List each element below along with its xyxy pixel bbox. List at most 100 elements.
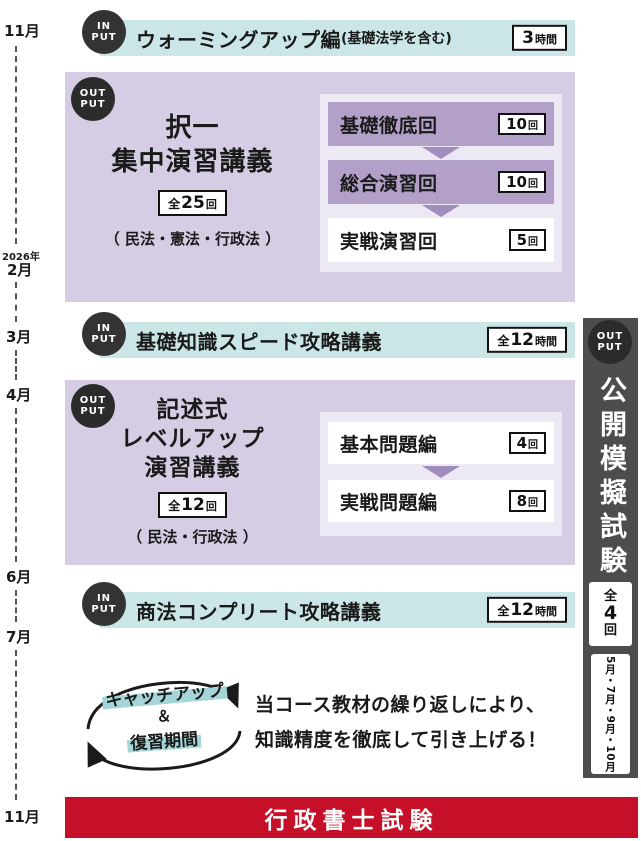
kiso-title: 基礎知識スピード攻略講義 xyxy=(136,329,382,354)
count-unit: 回 xyxy=(528,121,538,132)
kijutsu-title-line1: 記述式 xyxy=(156,397,229,423)
count-unit: 時間 xyxy=(535,604,557,618)
badge-text: IN xyxy=(96,322,112,334)
shoho-bar: 商法コンプリート攻略講義 全 12 時間 xyxy=(100,592,575,628)
takuitsu-title-line1: 択一 xyxy=(165,113,220,143)
timeline-dash xyxy=(15,590,17,622)
count-number: 12 xyxy=(510,599,534,620)
mock-exam-count-box: 全 4 回 xyxy=(589,582,632,646)
kijutsu-title-line3: 演習講義 xyxy=(144,455,241,482)
catchup-desc-line1: 当コース教材の繰り返しにより、 xyxy=(255,694,546,716)
timeline-month-mar: 3月 xyxy=(6,328,32,346)
badge-text: PUT xyxy=(91,32,117,43)
stage-count-box: 5 回 xyxy=(508,229,546,251)
input-badge: IN PUT xyxy=(82,312,126,356)
badge-text: OUT xyxy=(79,394,107,406)
count-number: 4 xyxy=(603,602,618,625)
timeline-year-2026: 2026年 xyxy=(2,252,40,263)
count-number: 12 xyxy=(181,494,205,515)
count-prefix: 全 xyxy=(497,333,510,348)
badge-text: PUT xyxy=(91,604,117,615)
stage-count-box: 4 回 xyxy=(508,432,546,454)
output-badge: OUT PUT xyxy=(71,77,115,121)
chevron-down-icon xyxy=(422,147,460,159)
takuitsu-left: 択一 集中演習講義 全 25 回 （ 民法・憲法・行政法 ） xyxy=(65,112,320,249)
input-badge: IN PUT xyxy=(82,582,126,626)
stage-count-box: 8 回 xyxy=(508,490,546,512)
stage-label: 実戦問題編 xyxy=(340,491,438,514)
mock-exam-title: 公開模擬試験 xyxy=(595,376,626,580)
timeline-dash xyxy=(15,282,17,322)
shoho-title: 商法コンプリート攻略講義 xyxy=(136,599,382,624)
takuitsu-count-box: 全 25 回 xyxy=(158,189,227,216)
count-prefix: 全 xyxy=(497,603,510,618)
timeline-dash xyxy=(15,46,17,244)
stage-label: 基礎徹底回 xyxy=(340,114,438,137)
takuitsu-stages: 基礎徹底回 10 回 総合演習回 10 回 実戦演習回 5 回 xyxy=(320,94,562,272)
kijutsu-left: 記述式 レベルアップ 演習講義 全 12 回 （ 民法・行政法 ） xyxy=(65,396,320,547)
exam-title: 行政書士試験 xyxy=(264,807,439,834)
stage-count-box: 10 回 xyxy=(498,171,546,193)
stage-label: 実戦演習回 xyxy=(340,230,438,253)
timeline-dash xyxy=(15,350,17,380)
count-prefix: 全 xyxy=(168,196,181,211)
output-badge: OUT PUT xyxy=(71,384,115,428)
badge-text: PUT xyxy=(597,342,623,353)
catchup-desc-line2: 知識精度を徹底して引き上げる！ xyxy=(255,729,547,752)
timeline-month-feb: 2月 xyxy=(7,261,33,279)
catchup-description: 当コース教材の繰り返しにより、 知識精度を徹底して引き上げる！ xyxy=(255,688,585,758)
kijutsu-title-line2: レベルアップ xyxy=(120,426,265,453)
kiso-hours-box: 全 12 時間 xyxy=(487,326,567,354)
catchup-word2: 復習期間 xyxy=(126,724,202,755)
count-unit: 回 xyxy=(528,237,538,248)
count-number: 12 xyxy=(510,329,534,350)
badge-text: OUT xyxy=(596,330,624,342)
count-unit: 回 xyxy=(603,622,617,638)
warmup-bar: ウォーミングアップ編 (基礎法学を含む) 3 時間 xyxy=(100,20,575,56)
count-number: 5 xyxy=(516,231,527,249)
timeline-month-jun: 6月 xyxy=(6,568,32,586)
timeline-month-nov2: 11月 xyxy=(4,808,40,826)
exam-bar: 行政書士試験 xyxy=(65,797,638,838)
stage-row: 総合演習回 10 回 xyxy=(328,160,554,204)
stage-row: 実戦演習回 5 回 xyxy=(328,218,554,262)
count-number: 10 xyxy=(506,115,527,133)
takuitsu-title-line2: 集中演習講義 xyxy=(111,146,274,177)
count-number: 10 xyxy=(506,173,527,191)
count-prefix: 全 xyxy=(603,589,617,605)
count-unit: 時間 xyxy=(535,32,557,46)
chevron-down-icon xyxy=(422,205,460,217)
kijutsu-block: OUT PUT 記述式 レベルアップ 演習講義 全 12 回 （ 民法・行政法 … xyxy=(65,380,575,565)
timeline-month-apr: 4月 xyxy=(6,386,32,404)
badge-text: IN xyxy=(96,592,112,604)
kijutsu-count-box: 全 12 回 xyxy=(158,491,227,518)
badge-text: PUT xyxy=(80,99,106,110)
kiso-bar: 基礎知識スピード攻略講義 全 12 時間 xyxy=(100,322,575,358)
count-number: 25 xyxy=(181,192,205,213)
stage-label: 総合演習回 xyxy=(340,172,438,195)
badge-text: IN xyxy=(96,20,112,32)
kijutsu-stages: 基本問題編 4 回 実戦問題編 8 回 xyxy=(320,412,562,536)
stage-row: 基礎徹底回 10 回 xyxy=(328,102,554,146)
stage-count-box: 10 回 xyxy=(498,113,546,135)
warmup-hours-box: 3 時間 xyxy=(512,24,567,52)
mock-exam-bar: OUT PUT 公開模擬試験 全 4 回 5月・7月・9月・10月 xyxy=(583,318,638,778)
timeline-dash xyxy=(15,650,17,800)
warmup-subtitle: (基礎法学を含む) xyxy=(341,31,452,47)
count-number: 4 xyxy=(516,434,527,452)
count-unit: 回 xyxy=(205,197,217,211)
mock-exam-months: 5月・7月・9月・10月 xyxy=(604,655,616,773)
stage-row: 基本問題編 4 回 xyxy=(328,422,554,464)
output-badge: OUT PUT xyxy=(588,320,632,364)
badge-text: PUT xyxy=(80,406,106,417)
count-unit: 回 xyxy=(528,179,538,190)
timeline-month-nov: 11月 xyxy=(4,22,40,40)
shoho-hours-box: 全 12 時間 xyxy=(487,596,567,624)
count-number: 3 xyxy=(522,27,534,48)
warmup-title: ウォーミングアップ編 xyxy=(136,27,341,52)
badge-text: PUT xyxy=(91,334,117,345)
takuitsu-subjects: （ 民法・憲法・行政法 ） xyxy=(104,229,281,248)
count-prefix: 全 xyxy=(168,498,181,513)
stage-label: 基本問題編 xyxy=(340,433,438,456)
